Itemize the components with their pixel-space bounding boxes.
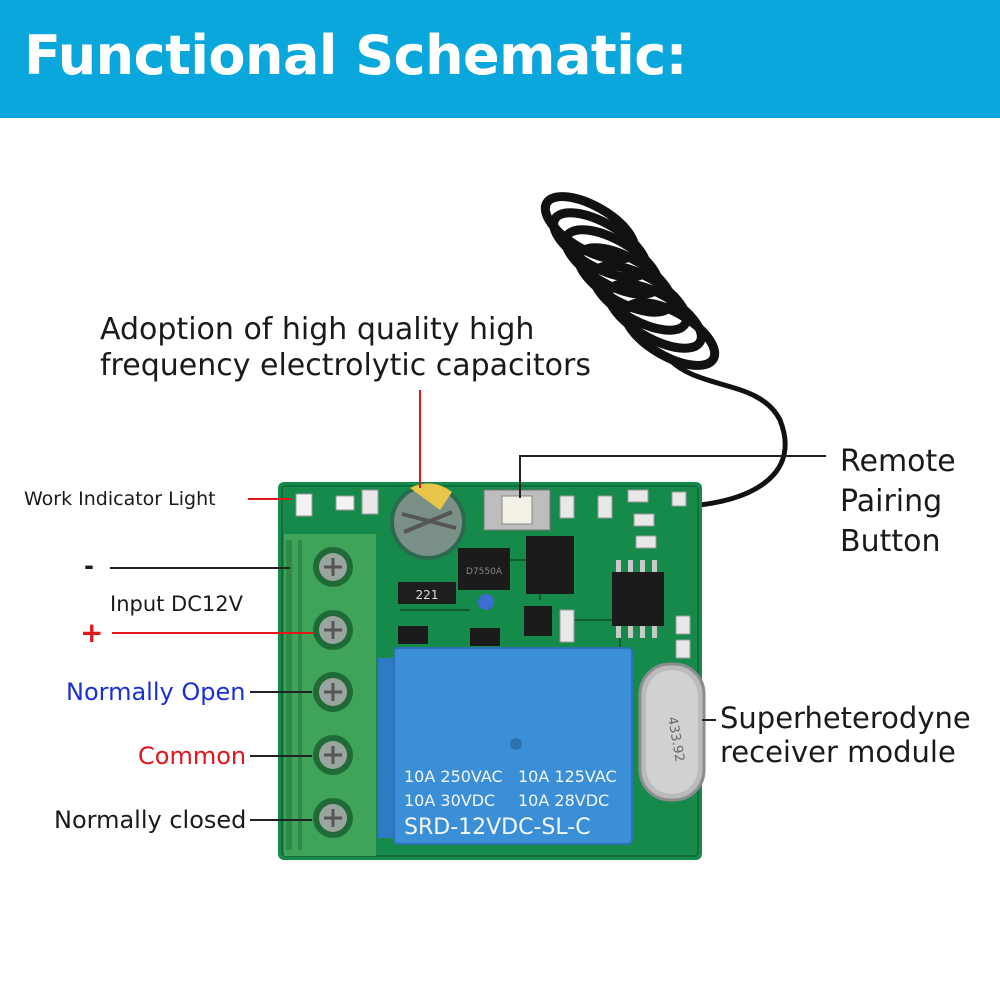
antenna-coil [540, 192, 788, 509]
normally-closed-label: Normally closed [54, 806, 247, 834]
diode [398, 626, 428, 644]
minus-symbol: - [84, 552, 94, 580]
relay-rating-1-left: 10A 250VAC [404, 767, 503, 786]
relay-rating-2-right: 10A 28VDC [518, 791, 609, 810]
relay: 10A 250VAC 10A 125VAC 10A 30VDC 10A 28VD… [378, 647, 633, 845]
capacitor-callout-line1: Adoption of high quality high [100, 312, 535, 347]
resistor-code: 221 [416, 588, 439, 602]
ic-chip [612, 572, 664, 626]
receiver-callout-line2: receiver module [720, 735, 956, 769]
resistor [398, 582, 456, 604]
capacitor-callout-line2: frequency electrolytic capacitors [100, 348, 591, 383]
page-title: Functional Schematic: [24, 24, 687, 87]
header-banner: Functional Schematic: [0, 0, 1000, 118]
pairing-callout-line2: Pairing [840, 484, 943, 519]
work-indicator-label: Work Indicator Light [24, 488, 216, 510]
plus-symbol: + [80, 616, 104, 649]
receiver-callout-line1: Superheterodyne [720, 701, 971, 735]
terminal-screws [313, 547, 353, 838]
relay-model: SRD-12VDC-SL-C [404, 815, 591, 840]
mosfet-chip [526, 536, 574, 594]
relay-rating-2-left: 10A 30VDC [404, 791, 495, 810]
relay-rating-1-right: 10A 125VAC [518, 767, 617, 786]
chip-mark: D7550A [466, 567, 503, 577]
terminal-fins [286, 540, 302, 850]
input-power-label: Input DC12V [110, 592, 243, 616]
electrolytic-capacitor [390, 483, 466, 560]
pairing-button [483, 489, 551, 531]
crystal-receiver: 433.92 [638, 662, 706, 802]
callout-leaders [110, 390, 826, 821]
pairing-callout-line3: Button [840, 524, 941, 559]
pairing-callout-line1: Remote [840, 444, 956, 479]
transistor-chip [458, 548, 510, 590]
common-label: Common [138, 742, 247, 770]
smd-components [295, 489, 691, 659]
normally-open-label: Normally Open [66, 678, 246, 706]
